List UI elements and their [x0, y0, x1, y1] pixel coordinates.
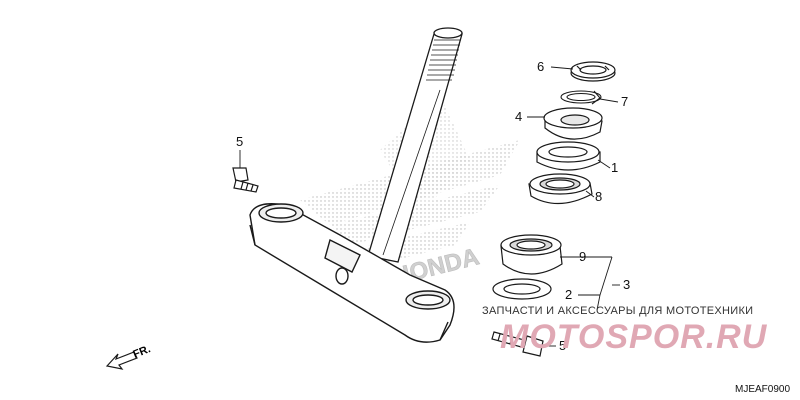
part-6-lock-nut — [570, 61, 616, 82]
part-4-adjusting-nut — [543, 107, 603, 140]
part-5-bolt-lower — [491, 331, 544, 357]
front-direction-arrow-icon — [105, 351, 138, 370]
callout-4: 4 — [515, 109, 523, 124]
part-8-upper-bearing — [528, 173, 593, 205]
stem-thread — [426, 39, 461, 81]
callout-6: 6 — [537, 59, 545, 74]
callout-1: 1 — [611, 160, 619, 175]
callout-9: 9 — [579, 249, 587, 264]
bottom-bridge — [249, 203, 455, 343]
part-5-bolt-upper — [232, 167, 259, 193]
leader-lines — [239, 66, 620, 347]
callout-5-bottom: 5 — [559, 338, 567, 353]
callout-8: 8 — [595, 189, 603, 204]
part-1-dust-seal — [536, 141, 601, 171]
diagram-reference-code: MJEAF0900 — [735, 384, 791, 395]
callout-2: 2 — [565, 287, 573, 302]
part-2-lower-dust-seal — [492, 278, 552, 300]
part-7-lock-washer — [560, 90, 602, 105]
watermark-brand: MOTOSPOR.RU — [500, 318, 768, 356]
callout-3: 3 — [623, 277, 631, 292]
steering-stem — [367, 27, 463, 263]
callout-5-top: 5 — [236, 134, 244, 149]
part-9-lower-bearing — [500, 234, 563, 275]
watermark-caption: ЗАПЧАСТИ И АКСЕССУАРЫ ДЛЯ МОТОТЕХНИКИ — [482, 305, 754, 317]
callout-7: 7 — [621, 94, 629, 109]
